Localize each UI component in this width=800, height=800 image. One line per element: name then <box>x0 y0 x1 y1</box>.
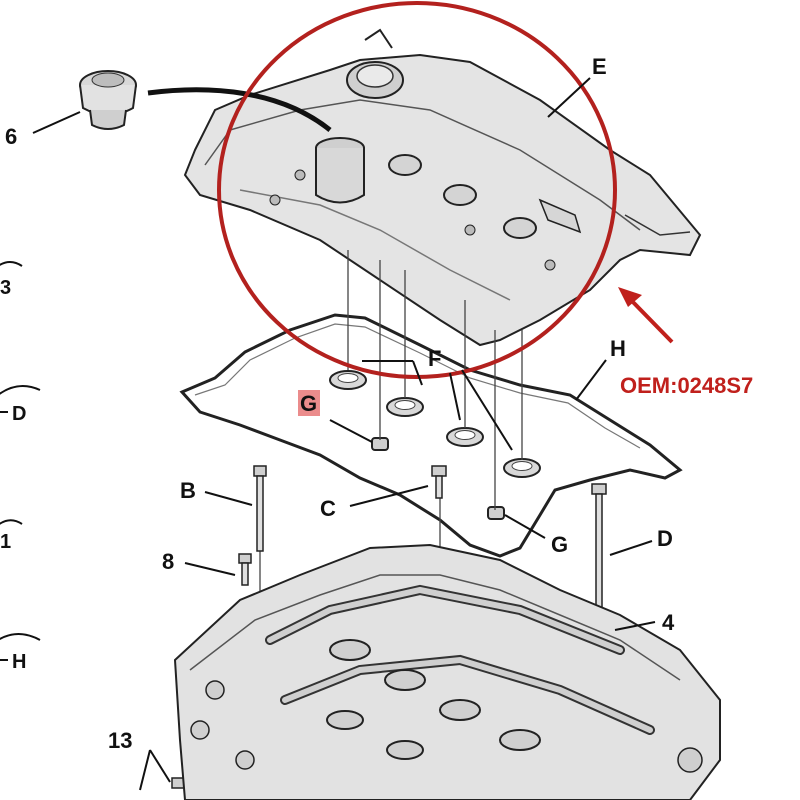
breather-hose <box>147 87 332 132</box>
g-highlight-box <box>298 390 320 416</box>
side-label-h: H <box>12 651 26 673</box>
callout-e: E <box>592 54 607 79</box>
left-edge-labels: 3 D 1 H <box>0 261 41 673</box>
callout-f: F <box>428 346 441 371</box>
callout-13: 13 <box>108 728 132 753</box>
callout-4: 4 <box>662 610 675 635</box>
callout-6: 6 <box>5 124 17 149</box>
callout-g-top: G <box>300 391 317 416</box>
callout-h: H <box>610 336 626 361</box>
bolt-d <box>591 483 607 610</box>
bolt-8 <box>238 553 252 586</box>
oem-part-number: OEM:0248S7 <box>620 373 753 398</box>
callout-d: D <box>657 526 673 551</box>
side-label-1: 1 <box>0 531 11 553</box>
valve-cover-gasket <box>179 313 683 558</box>
grommet-nuts <box>371 437 505 520</box>
bolt-c <box>431 465 447 499</box>
cylinder-head <box>173 543 721 800</box>
valve-cover <box>183 28 702 347</box>
tube-seals <box>329 370 541 478</box>
oil-filler-cap <box>79 70 137 130</box>
callout-c: C <box>320 496 336 521</box>
side-label-3: 3 <box>0 277 11 299</box>
oem-arrow <box>618 287 674 344</box>
side-label-d: D <box>12 403 26 425</box>
callout-8: 8 <box>162 549 174 574</box>
bolt-b <box>253 465 267 552</box>
callout-g-bottom: G <box>551 532 568 557</box>
callout-b: B <box>180 478 196 503</box>
highlight-circle <box>217 1 617 379</box>
